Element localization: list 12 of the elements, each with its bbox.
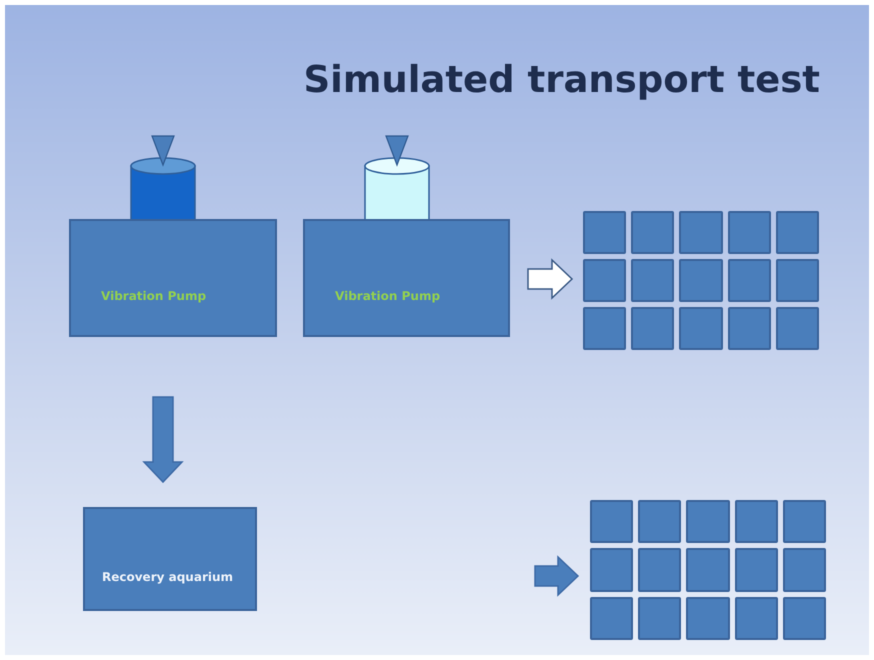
arrow (142, 396, 184, 484)
arrow (527, 258, 574, 300)
tank-label: Recovery aquarium (102, 570, 234, 584)
tile-grid (590, 500, 826, 640)
pump-tank (303, 219, 510, 337)
pump-tank (69, 219, 277, 337)
tile-grid (583, 211, 819, 350)
slide-title: Simulated transport test (302, 58, 820, 101)
arrow (534, 555, 580, 597)
tank-label: Vibration Pump (101, 289, 206, 303)
aquarium-tank (83, 507, 257, 611)
tank-label: Vibration Pump (335, 289, 440, 303)
